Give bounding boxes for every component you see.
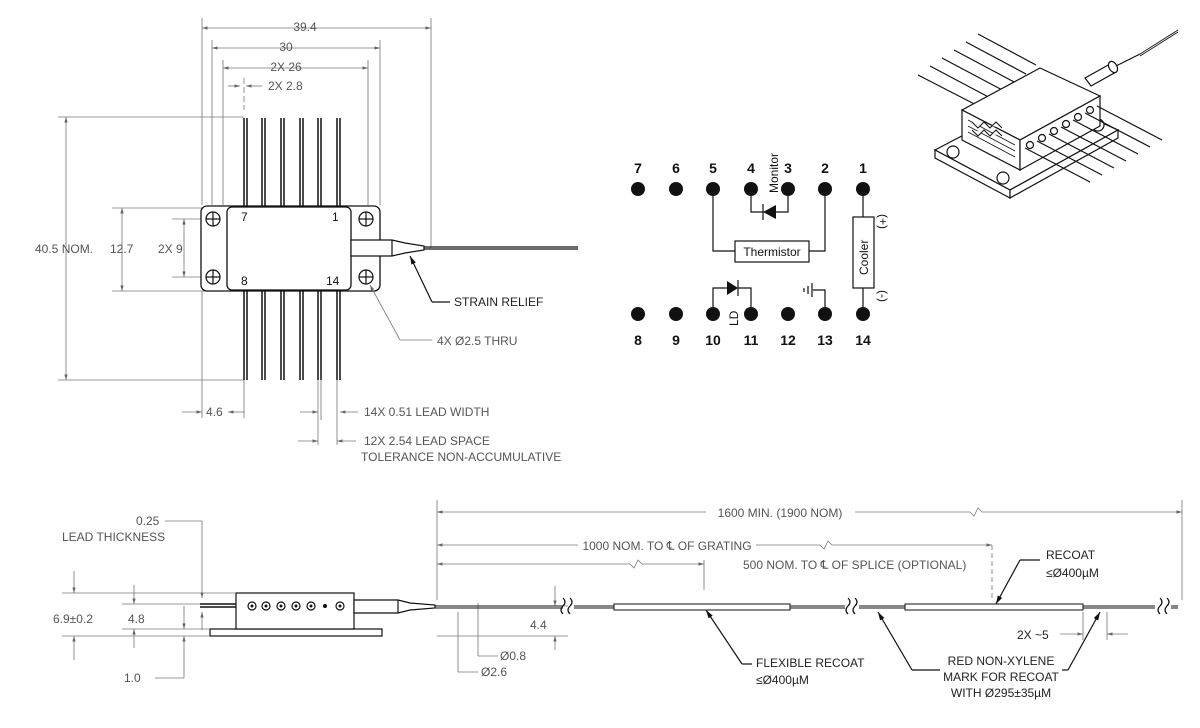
- top-pin-number: 6: [672, 160, 680, 176]
- thru-holes-label: 4X Ø2.5 THRU: [437, 334, 517, 348]
- package-3d-illustration: [917, 29, 1179, 200]
- top-pin-number: 5: [709, 160, 717, 176]
- mark-spacing-label: 2X ~5: [1017, 628, 1049, 642]
- monitor-label: Monitor: [767, 153, 781, 193]
- top-pin-number: 1: [859, 160, 867, 176]
- bottom-pin-dot: [781, 307, 795, 321]
- dim-boot-dia: Ø2.6: [481, 665, 507, 679]
- bottom-pin-dot: [856, 307, 870, 321]
- top-pin-dot: [744, 182, 758, 196]
- top-pin-number: 7: [634, 160, 642, 176]
- flex-recoat-dia: ≤Ø400µM: [756, 673, 809, 687]
- red-mark-line3: WITH Ø295±35µM: [951, 686, 1051, 700]
- strain-relief-label: STRAIN RELIEF: [454, 295, 543, 309]
- cooler-box: [852, 216, 875, 289]
- top-pin-row: 7 6 5 4 3 2 1: [631, 160, 870, 196]
- dim-flange: 1.0: [124, 671, 141, 685]
- dim-lead-offset: 4.6: [206, 405, 223, 419]
- side-flange: [209, 628, 383, 637]
- cooler-plus-label: (+): [876, 214, 890, 229]
- lead-tolerance-label: TOLERANCE NON-ACCUMULATIVE: [361, 450, 561, 464]
- ld-label: LD: [727, 310, 741, 326]
- lead-space-label: 12X 2.54 LEAD SPACE: [364, 434, 490, 448]
- bottom-pin-dot: [669, 307, 683, 321]
- dim-edge: 2X 2.8: [268, 79, 303, 93]
- dim-overall: 39.4: [293, 20, 317, 34]
- bottom-pin-dot: [818, 307, 832, 321]
- dim-height-body: 4.8: [128, 612, 145, 626]
- red-mark-line2: MARK FOR RECOAT: [943, 670, 1059, 684]
- iso-leads-right: [1024, 105, 1163, 183]
- flexible-recoat-segment: [613, 603, 791, 611]
- top-pin-dot: [669, 182, 683, 196]
- splice-distance-label: 500 NOM. TO ℄ OF SPLICE (OPTIONAL): [743, 558, 966, 572]
- side-body: [235, 592, 355, 630]
- pin-label-8: 8: [241, 274, 248, 288]
- strain-relief-boot: [350, 239, 425, 257]
- top-leads: [243, 118, 341, 208]
- laser-diode-icon: [727, 281, 738, 295]
- bottom-pin-row: 8 9 10 11 12 13 14: [631, 307, 871, 348]
- dim-leads-span: 2X 26: [270, 60, 302, 74]
- grating-distance-label: 1000 NOM. TO ℄ OF GRATING: [582, 539, 751, 553]
- recoat-segment: [904, 603, 1084, 611]
- thermistor-box: [734, 240, 810, 263]
- top-view: 39.4 30 2X 26 2X 2.8 40.5 NOM. 12.7 2X 9: [35, 18, 578, 464]
- bottom-pin-number: 13: [817, 332, 833, 348]
- bottom-pin-dot: [631, 307, 645, 321]
- bottom-pin-number: 12: [780, 332, 796, 348]
- pin-label-7: 7: [241, 210, 248, 224]
- pin-label-14: 14: [326, 274, 340, 288]
- dim-height-total: 6.9±0.2: [53, 612, 93, 626]
- side-view: 0.25 LEAD THICKNESS 6.9±0.2 4.8: [53, 500, 1183, 700]
- recoat-label: RECOAT: [1046, 548, 1096, 562]
- monitor-diode-icon: [763, 205, 776, 219]
- fiber-length-label: 1600 MIN. (1900 NOM): [718, 506, 843, 520]
- cooler-minus-label: (-): [876, 290, 890, 302]
- side-ports: [247, 601, 345, 611]
- bottom-pin-number: 14: [855, 332, 871, 348]
- bottom-pin-number: 10: [705, 332, 721, 348]
- red-mark-line1: RED NON-XYLENE: [948, 654, 1055, 668]
- top-pin-dot: [856, 182, 870, 196]
- thermistor-label: Thermistor: [743, 245, 800, 259]
- dim-fiber-height: 4.4: [530, 618, 547, 632]
- top-pin-number: 4: [747, 160, 755, 176]
- dim-hole-pitch: 2X 9: [158, 242, 183, 256]
- dim-hole-span: 12.7: [110, 242, 134, 256]
- top-pin-dot: [706, 182, 720, 196]
- mounting-holes: [205, 211, 374, 285]
- lead-thickness-label: LEAD THICKNESS: [62, 530, 165, 544]
- lead-width-label: 14X 0.51 LEAD WIDTH: [364, 405, 489, 419]
- lead-thickness-value: 0.25: [136, 514, 160, 528]
- bottom-pin-number: 8: [634, 332, 642, 348]
- flex-recoat-label: FLEXIBLE RECOAT: [756, 656, 865, 670]
- recoat-dia: ≤Ø400µM: [1046, 566, 1099, 580]
- bottom-pin-dot: [744, 307, 758, 321]
- top-pin-dot: [631, 182, 645, 196]
- top-pin-dot: [781, 182, 795, 196]
- top-pin-number: 3: [784, 160, 792, 176]
- dim-body: 30: [279, 40, 293, 54]
- bottom-pin-number: 9: [672, 332, 680, 348]
- top-pin-number: 2: [821, 160, 829, 176]
- dim-fiber-dia: Ø0.8: [500, 649, 526, 663]
- cooler-label: Cooler: [857, 240, 871, 275]
- bottom-leads: [243, 290, 341, 380]
- bottom-pin-dot: [706, 307, 720, 321]
- dim-height: 40.5 NOM.: [35, 242, 93, 256]
- pin-label-1: 1: [332, 210, 339, 224]
- top-pin-dot: [818, 182, 832, 196]
- bottom-pin-number: 11: [744, 332, 759, 348]
